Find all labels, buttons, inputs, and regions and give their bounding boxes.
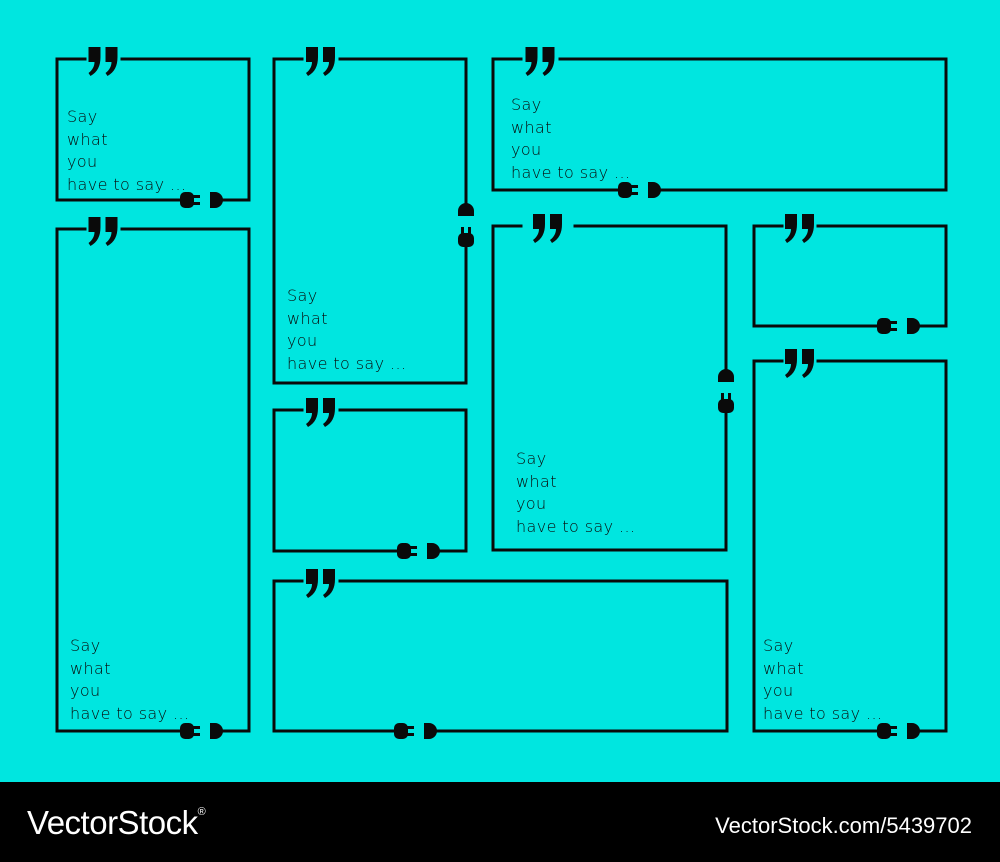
frame-2-line-4: have to say ... [70,703,190,723]
frame-2-text: Say what you have to say ... [70,635,189,725]
frame-6-line-1: Say [511,95,542,114]
frame-2-line-3: you [70,681,101,700]
frame-6-text: Say what you have to say ... [511,94,630,184]
frame-5-quote-icon [306,569,335,598]
frame-1-text: Say what you have to say ... [67,106,186,196]
frame-1-line-2: what [67,129,108,149]
frame-7-line-1: Say [516,449,547,468]
frame-2-line-2: what [70,658,111,678]
frame-4-plug-icon [397,543,440,559]
brand-logo: VectorStock® [27,804,206,842]
frame-1-plug-icon [180,192,223,208]
frame-8-quote-icon [785,214,814,243]
frame-8-plug-icon [877,318,920,334]
frame-9-line-2: what [763,658,804,678]
brand-name: VectorStock [27,804,198,841]
frame-5-plug-icon [394,723,437,739]
quote-frames-canvas: Say what you have to say ... Say what yo… [55,47,948,739]
frame-6-line-2: what [511,117,552,137]
frame-7-line-2: what [516,471,557,491]
frame-4-quote-icon [306,398,335,427]
frame-3-line-4: have to say ... [287,353,407,373]
frame-3-line-1: Say [287,286,318,305]
frame-9-text: Say what you have to say ... [763,635,882,725]
frame-1-line-1: Say [67,107,98,126]
frame-7-text: Say what you have to say ... [516,448,635,538]
frame-3-quote-icon [306,47,335,76]
frame-9-quote-icon [785,349,814,378]
frame-9-plug-icon [877,723,920,739]
frame-7-line-4: have to say ... [516,516,636,536]
frame-3-text: Say what you have to say ... [287,285,406,375]
frame-9-line-3: you [763,681,794,700]
frame-6-quote-icon [525,47,555,76]
frame-2-quote-icon [88,217,118,246]
frame-3-plug-icon [458,203,474,247]
frame-1-line-4: have to say ... [67,174,187,194]
frame-1-line-3: you [67,152,98,171]
frame-2-plug-icon [180,723,223,739]
quote-frames-artwork [55,47,948,739]
frame-3-line-3: you [287,331,318,350]
frame-7-line-3: you [516,494,547,513]
frame-3-line-2: what [287,308,328,328]
registered-mark: ® [197,806,206,818]
frame-9-line-4: have to say ... [763,703,883,723]
frame-9-line-1: Say [763,636,794,655]
frame-7-plug-icon [718,369,734,413]
frame-6-line-4: have to say ... [511,162,631,182]
footer-bar: VectorStock® VectorStock.com/5439702 [0,782,1000,862]
image-id: VectorStock.com/5439702 [715,813,972,838]
frame-7-quote-icon [533,214,562,243]
frame-1-quote-icon [88,47,118,76]
frame-2-line-1: Say [70,636,101,655]
frame-6-line-3: you [511,140,542,159]
frame-6-plug-icon [618,182,661,198]
